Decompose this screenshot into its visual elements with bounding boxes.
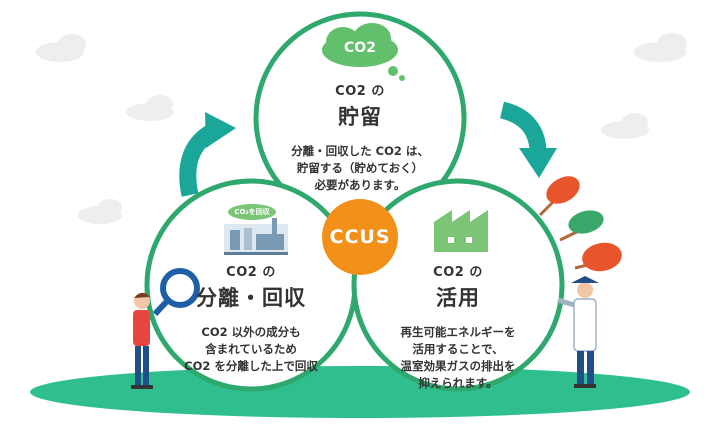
ground (30, 366, 690, 418)
capture-description: CO2 以外の成分も 含まれているため CO2 を分離した上で回収 (184, 325, 318, 373)
factory-icon (434, 210, 488, 252)
utilization-circle (351, 178, 565, 392)
person-with-magnifier-icon (131, 268, 200, 389)
factory-window-icon (466, 237, 472, 243)
background-clouds (36, 33, 687, 224)
factory-window-icon (448, 237, 454, 243)
storage-title: 貯留 (338, 105, 382, 129)
scientist-icon (557, 276, 599, 388)
arrow-to-storage-head-icon (205, 112, 236, 148)
storage-description: 分離・回収した CO2 は、 貯留する（貯めておく） 必要があります。 (291, 144, 429, 192)
co2-cloud-label: CO2 (344, 40, 376, 56)
storage-text-block: CO2 の 貯留 分離・回収した CO2 は、 貯留する（貯めておく） 必要があ… (275, 80, 445, 194)
ccus-badge: CCUS (322, 199, 398, 275)
trees (538, 176, 622, 272)
storage-subtitle: CO2 の (335, 84, 385, 99)
utilization-description: 再生可能エネルギーを 活用することで、 温室効果ガスの排出を 抑えられます。 (400, 325, 516, 390)
capture-text-block: CO2 の 分離・回収 CO2 以外の成分も 含まれているため CO2 を分離し… (166, 261, 336, 375)
arrow-to-utilization-icon (499, 101, 547, 152)
utilization-title: 活用 (436, 286, 480, 310)
arrow-to-utilization-head-icon (519, 148, 557, 178)
capture-subtitle: CO2 の (226, 265, 276, 280)
utilization-subtitle: CO2 の (433, 265, 483, 280)
capture-facility-label: CO₂を回収 (234, 208, 270, 216)
capture-facility-icon (224, 204, 288, 255)
co2-cloud-icon (322, 23, 405, 81)
utilization-text-block: CO2 の 活用 再生可能エネルギーを 活用することで、 温室効果ガスの排出を … (373, 261, 543, 392)
capture-title: 分離・回収 (196, 286, 306, 310)
